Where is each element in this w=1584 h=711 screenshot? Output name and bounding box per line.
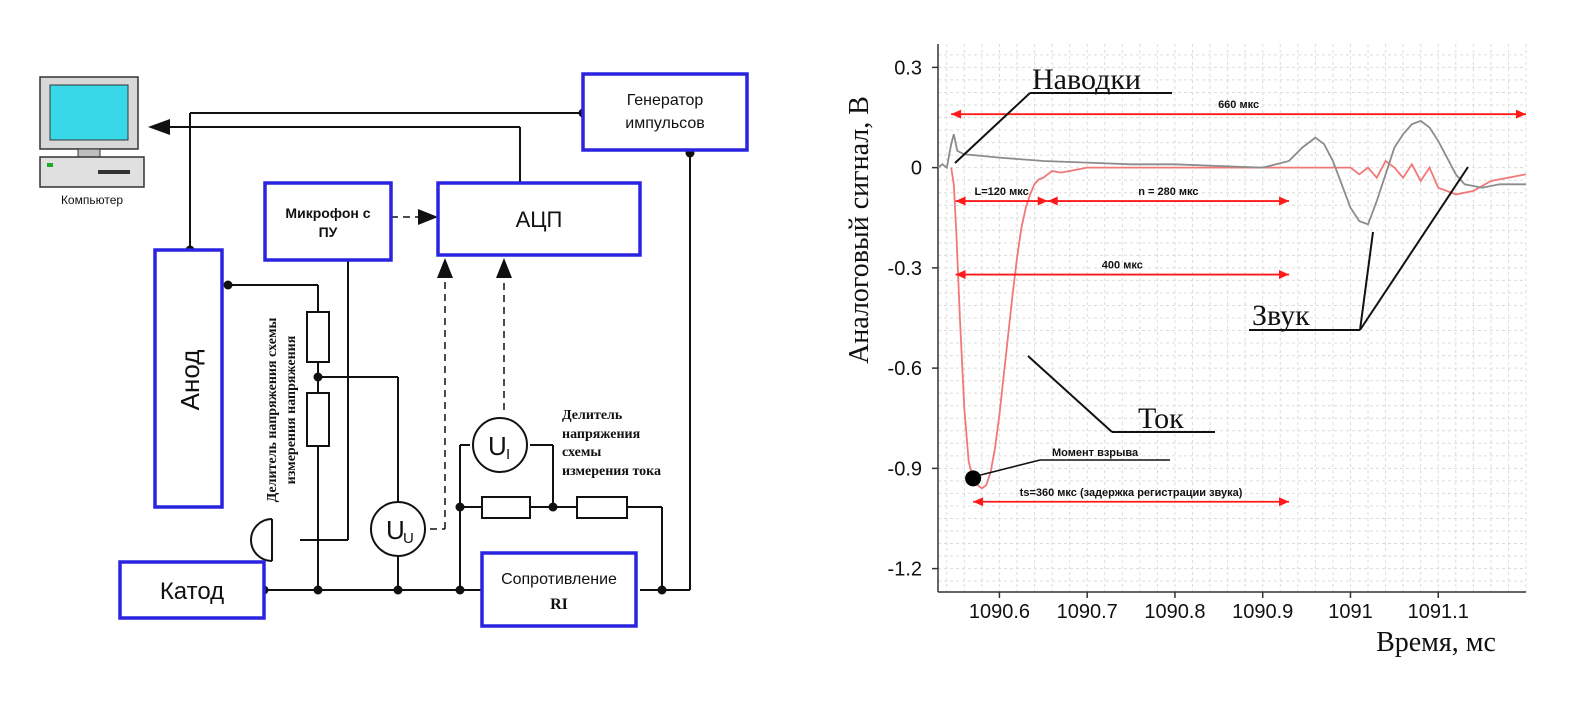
explosion-point bbox=[965, 470, 982, 487]
voltmeter-ui-label: U bbox=[488, 431, 507, 461]
explosion-leader bbox=[978, 459, 1041, 477]
current-resistor-left bbox=[481, 496, 531, 519]
arrow-uu-to-adc bbox=[437, 258, 453, 278]
measurement-label: 400 мкс bbox=[1102, 260, 1143, 272]
y-tick-label: -0.9 bbox=[888, 458, 922, 480]
arrow-head bbox=[1279, 270, 1290, 280]
chart-axes bbox=[937, 44, 1526, 593]
current-divider-line-2: напряжения bbox=[562, 427, 641, 442]
generator-label-1: Генератор bbox=[627, 92, 704, 109]
computer-label: Компьютер bbox=[61, 193, 123, 207]
chart-grid bbox=[938, 44, 1527, 592]
measurement-label: 660 мкс bbox=[1218, 99, 1259, 111]
y-tick-label: -1.2 bbox=[888, 559, 922, 581]
chart-ticks: 1090.6 1090.7 1090.8 1090.9 1091 1091.1 0.3 0 -0… bbox=[888, 57, 1469, 623]
y-tick-label: 0 bbox=[911, 158, 922, 180]
arrow-to-computer bbox=[148, 119, 170, 135]
signal-lines bbox=[391, 216, 505, 530]
arrow-head bbox=[1037, 196, 1048, 206]
current-divider-line-1: Делитель bbox=[562, 408, 623, 423]
arrow-head bbox=[1047, 196, 1058, 206]
microphone-label-1: Микрофон с bbox=[285, 205, 370, 221]
y-axis-label: Аналоговый сигнал, В bbox=[844, 96, 875, 364]
adc-label: АЦП bbox=[516, 207, 563, 232]
microphone-box bbox=[263, 181, 393, 262]
arrow-ui-to-adc bbox=[496, 258, 512, 278]
microphone-icon bbox=[250, 518, 273, 562]
x-tick-label: 1090.9 bbox=[1232, 601, 1293, 623]
anode-label: Анод bbox=[175, 350, 205, 411]
arrow-mic-to-adc bbox=[418, 209, 438, 225]
current-resistor-right bbox=[576, 496, 628, 519]
anode-box bbox=[153, 248, 224, 509]
cathode-box bbox=[118, 560, 266, 620]
signal-chart: 1090.6 1090.7 1090.8 1090.9 1091 1091.1 0.3 0 -0… bbox=[844, 44, 1527, 658]
sound-leader-2 bbox=[1359, 166, 1469, 331]
current-divider-line-4: измерения тока bbox=[562, 464, 661, 479]
measurement-label: n = 280 мкс bbox=[1138, 186, 1198, 198]
y-tick-label: 0.3 bbox=[894, 57, 922, 79]
interference-label: Наводки bbox=[1032, 63, 1141, 96]
microphone-label-2: ПУ bbox=[319, 224, 338, 240]
resistance-label-2: RI bbox=[550, 596, 568, 613]
generator-label-2: импульсов bbox=[625, 115, 705, 132]
x-tick-label: 1090.7 bbox=[1057, 601, 1118, 623]
series-current-line bbox=[950, 159, 1527, 490]
y-tick-label: -0.6 bbox=[888, 358, 922, 380]
arrow-head bbox=[973, 497, 984, 507]
voltage-divider-line-2: измерения напряжения bbox=[284, 335, 299, 484]
arrow-head bbox=[1279, 497, 1290, 507]
current-leader bbox=[1027, 355, 1113, 433]
resistance-label-1: Сопротивление bbox=[501, 571, 617, 588]
x-tick-label: 1090.8 bbox=[1144, 601, 1205, 623]
sound-label: Звук bbox=[1252, 299, 1310, 332]
divider-resistor-upper bbox=[306, 311, 330, 363]
arrow-head bbox=[1279, 196, 1290, 206]
divider-resistor-lower bbox=[306, 392, 330, 447]
arrow-head bbox=[1516, 109, 1526, 119]
voltage-divider-caption: Делитель напряжения схемы измерения напр… bbox=[265, 318, 299, 503]
generator-box bbox=[581, 72, 749, 152]
interference-leader bbox=[954, 92, 1031, 164]
cathode-label: Катод bbox=[160, 578, 224, 605]
x-axis-label: Время, мс bbox=[1376, 627, 1496, 658]
voltmeter-uu bbox=[370, 501, 426, 557]
voltmeter-ui bbox=[472, 417, 528, 473]
arrow-head bbox=[955, 270, 966, 280]
y-tick-label: -0.3 bbox=[888, 258, 922, 280]
current-divider-line-3: схемы bbox=[562, 445, 601, 460]
diagram-wires bbox=[168, 112, 691, 591]
voltage-divider-line-1: Делитель напряжения схемы bbox=[265, 318, 280, 503]
current-divider-caption: Делитель напряжения схемы измерения тока bbox=[562, 408, 661, 479]
voltmeter-ui-subscript: I bbox=[506, 446, 510, 463]
x-tick-label: 1090.6 bbox=[969, 601, 1030, 623]
x-tick-label: 1091.1 bbox=[1408, 601, 1469, 623]
current-label: Ток bbox=[1138, 402, 1184, 435]
arrow-head bbox=[951, 109, 962, 119]
sound-leader-1 bbox=[1359, 231, 1374, 331]
measurement-label: L=120 мкс bbox=[975, 186, 1029, 198]
explosion-moment-label: Момент взрыва bbox=[1052, 447, 1139, 459]
measurement-label: ts=360 мкс (задержка регистрации звука) bbox=[1020, 487, 1243, 499]
computer-icon bbox=[39, 76, 145, 188]
adc-box bbox=[436, 181, 642, 257]
voltmeter-uu-label: U bbox=[386, 515, 405, 545]
arrow-head bbox=[955, 196, 966, 206]
x-tick-label: 1091 bbox=[1328, 601, 1373, 623]
resistance-box bbox=[480, 551, 638, 628]
block-diagram: Компьютер bbox=[39, 72, 749, 628]
voltmeter-uu-subscript: U bbox=[403, 530, 414, 547]
